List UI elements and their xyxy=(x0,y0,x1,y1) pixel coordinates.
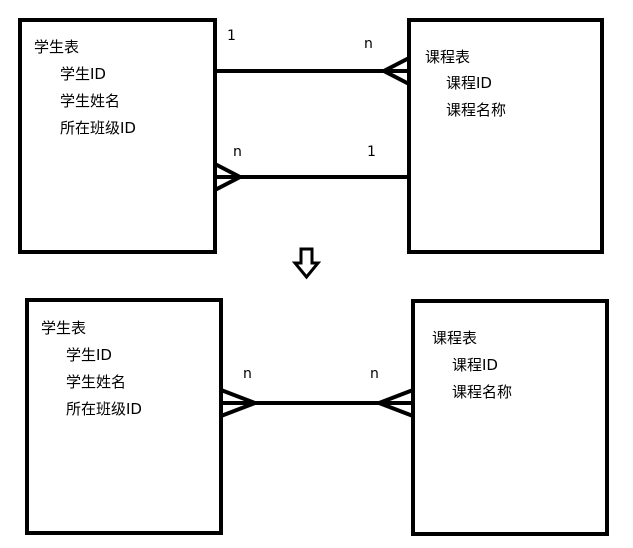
cardinality-label: 1 xyxy=(227,28,236,44)
top-student-table xyxy=(18,18,217,254)
top-relationship-2: n 1 xyxy=(214,144,409,192)
top-course-table xyxy=(407,18,604,254)
cardinality-label: n xyxy=(364,36,373,52)
top-student-field: 学生姓名 xyxy=(60,92,120,110)
bottom-student-table xyxy=(25,298,223,535)
crowfoot-many-icon xyxy=(373,388,414,418)
cardinality-label: n xyxy=(243,366,252,382)
top-student-title: 学生表 xyxy=(34,38,79,56)
top-student-field: 所在班级ID xyxy=(60,119,136,137)
crowfoot-many-icon xyxy=(220,388,261,418)
bottom-student-title: 学生表 xyxy=(41,319,86,337)
bottom-diagram: 学生表 学生ID 学生姓名 所在班级ID 课程表 课程ID 课程名称 n n xyxy=(25,298,609,536)
top-course-field: 课程ID xyxy=(446,74,492,92)
bottom-course-title: 课程表 xyxy=(432,329,477,347)
bottom-course-table xyxy=(411,299,609,536)
bottom-student-field: 学生ID xyxy=(66,346,112,364)
cardinality-label: n xyxy=(370,366,379,382)
top-student-field: 学生ID xyxy=(60,65,106,83)
crowfoot-many-icon xyxy=(214,162,245,192)
top-diagram: 学生表 学生ID 学生姓名 所在班级ID 课程表 课程ID 课程名称 1 n n… xyxy=(18,18,604,254)
crowfoot-many-icon xyxy=(379,56,410,86)
bottom-relationship: n n xyxy=(220,366,414,418)
cardinality-label: n xyxy=(233,144,242,160)
top-course-field: 课程名称 xyxy=(446,101,506,119)
cardinality-label: 1 xyxy=(367,144,376,160)
bottom-student-field: 所在班级ID xyxy=(66,400,142,418)
bottom-course-field: 课程名称 xyxy=(452,383,512,401)
top-relationship-1: 1 n xyxy=(215,28,410,86)
bottom-student-field: 学生姓名 xyxy=(66,373,126,391)
bottom-course-field: 课程ID xyxy=(452,356,498,374)
top-course-title: 课程表 xyxy=(425,48,470,66)
down-arrow-icon xyxy=(291,247,322,280)
